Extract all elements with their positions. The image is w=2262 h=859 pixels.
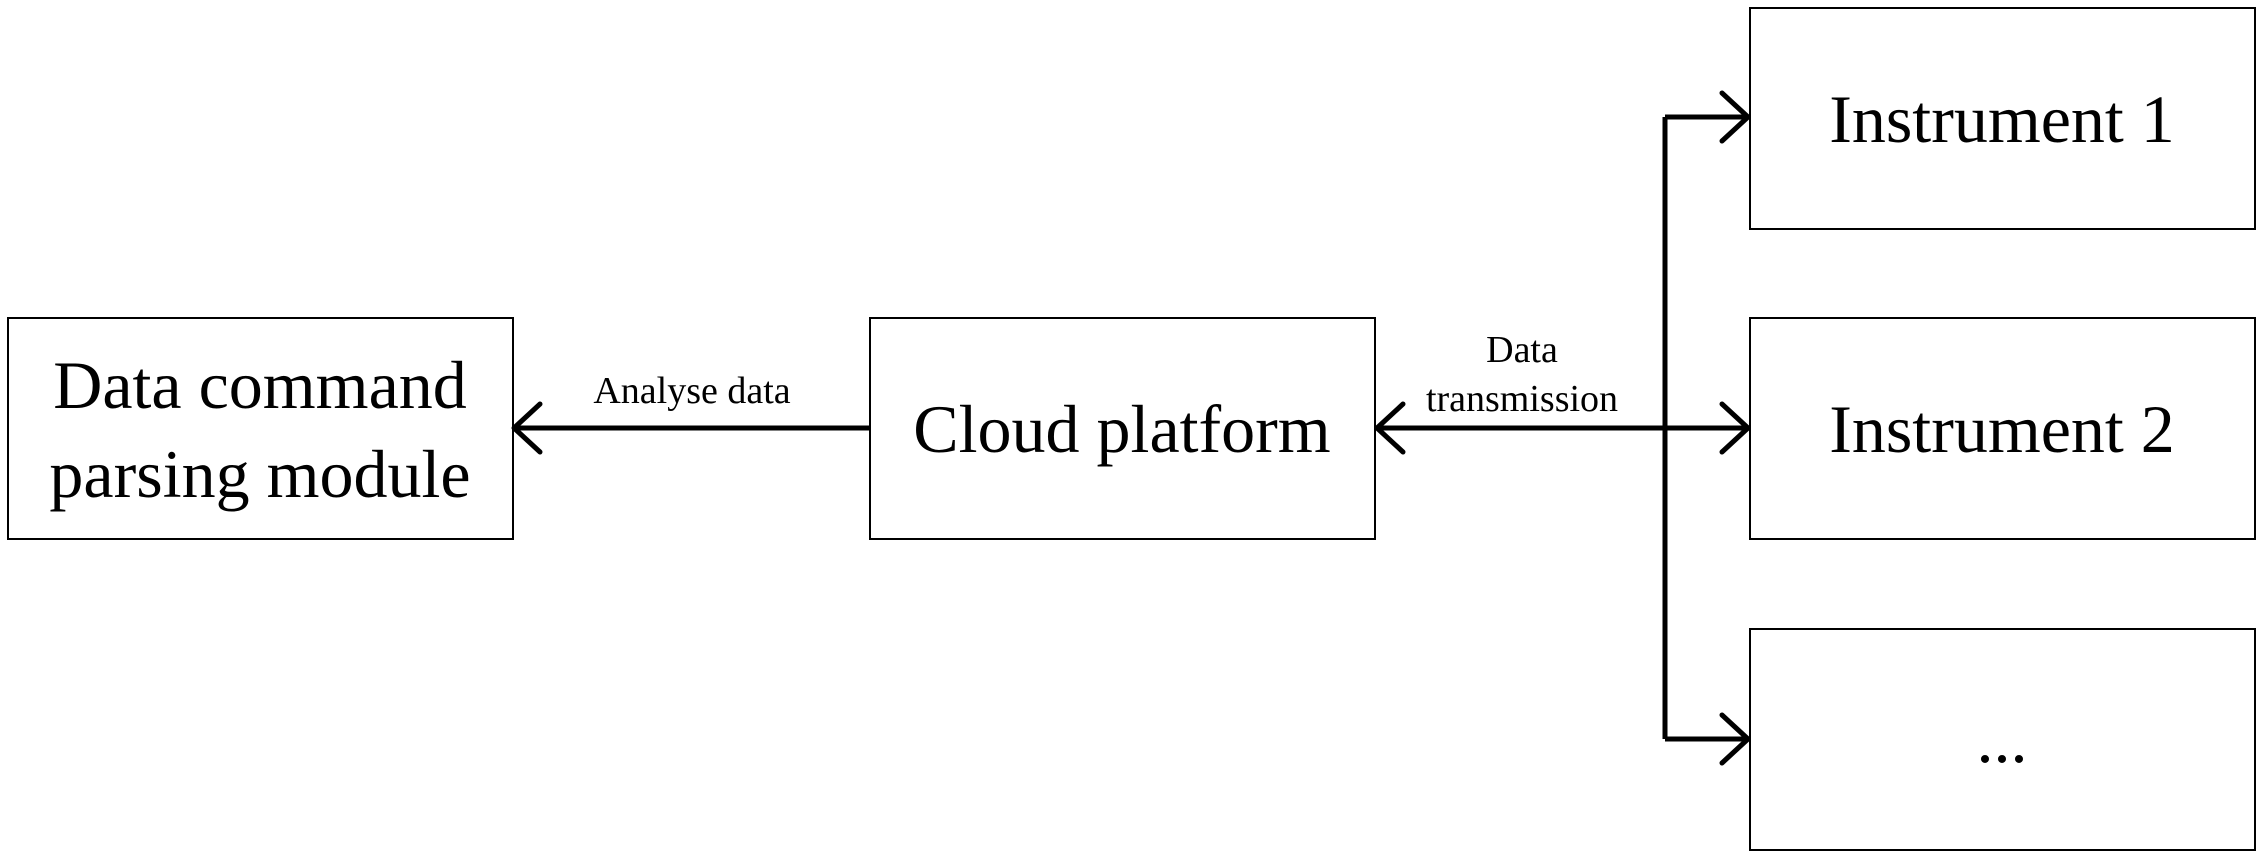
transmission-label-line2: transmission (1426, 378, 1618, 420)
instrument-2-label: Instrument 2 (1829, 391, 2175, 467)
transmission-label-line1: Data (1486, 329, 1558, 371)
node-instrument-1: Instrument 1 (1749, 7, 2256, 230)
transmission-cloud-arrowhead (1374, 401, 1406, 455)
instrument-more-label: ... (1977, 701, 2028, 777)
node-instrument-more: ... (1749, 628, 2256, 851)
instrument-1-label: Instrument 1 (1829, 81, 2175, 157)
node-cloud-platform: Cloud platform (869, 317, 1376, 540)
transmission-instrument-more-arrowhead (1719, 712, 1751, 766)
parser-label-line2: parsing module (49, 436, 470, 512)
analyse-data-label: Analyse data (593, 370, 790, 412)
cloud-platform-label: Cloud platform (913, 391, 1330, 467)
edge-data-transmission: Data transmission (1374, 90, 1751, 766)
node-data-command-parsing-module: Data command parsing module (7, 317, 514, 540)
node-instrument-2: Instrument 2 (1749, 317, 2256, 540)
transmission-instrument-2-arrowhead (1719, 401, 1751, 455)
edge-analyse-data: Analyse data (511, 370, 870, 455)
analyse-data-arrowhead (511, 401, 543, 455)
parser-label-line1: Data command (53, 347, 467, 423)
transmission-instrument-1-arrowhead (1719, 90, 1751, 144)
